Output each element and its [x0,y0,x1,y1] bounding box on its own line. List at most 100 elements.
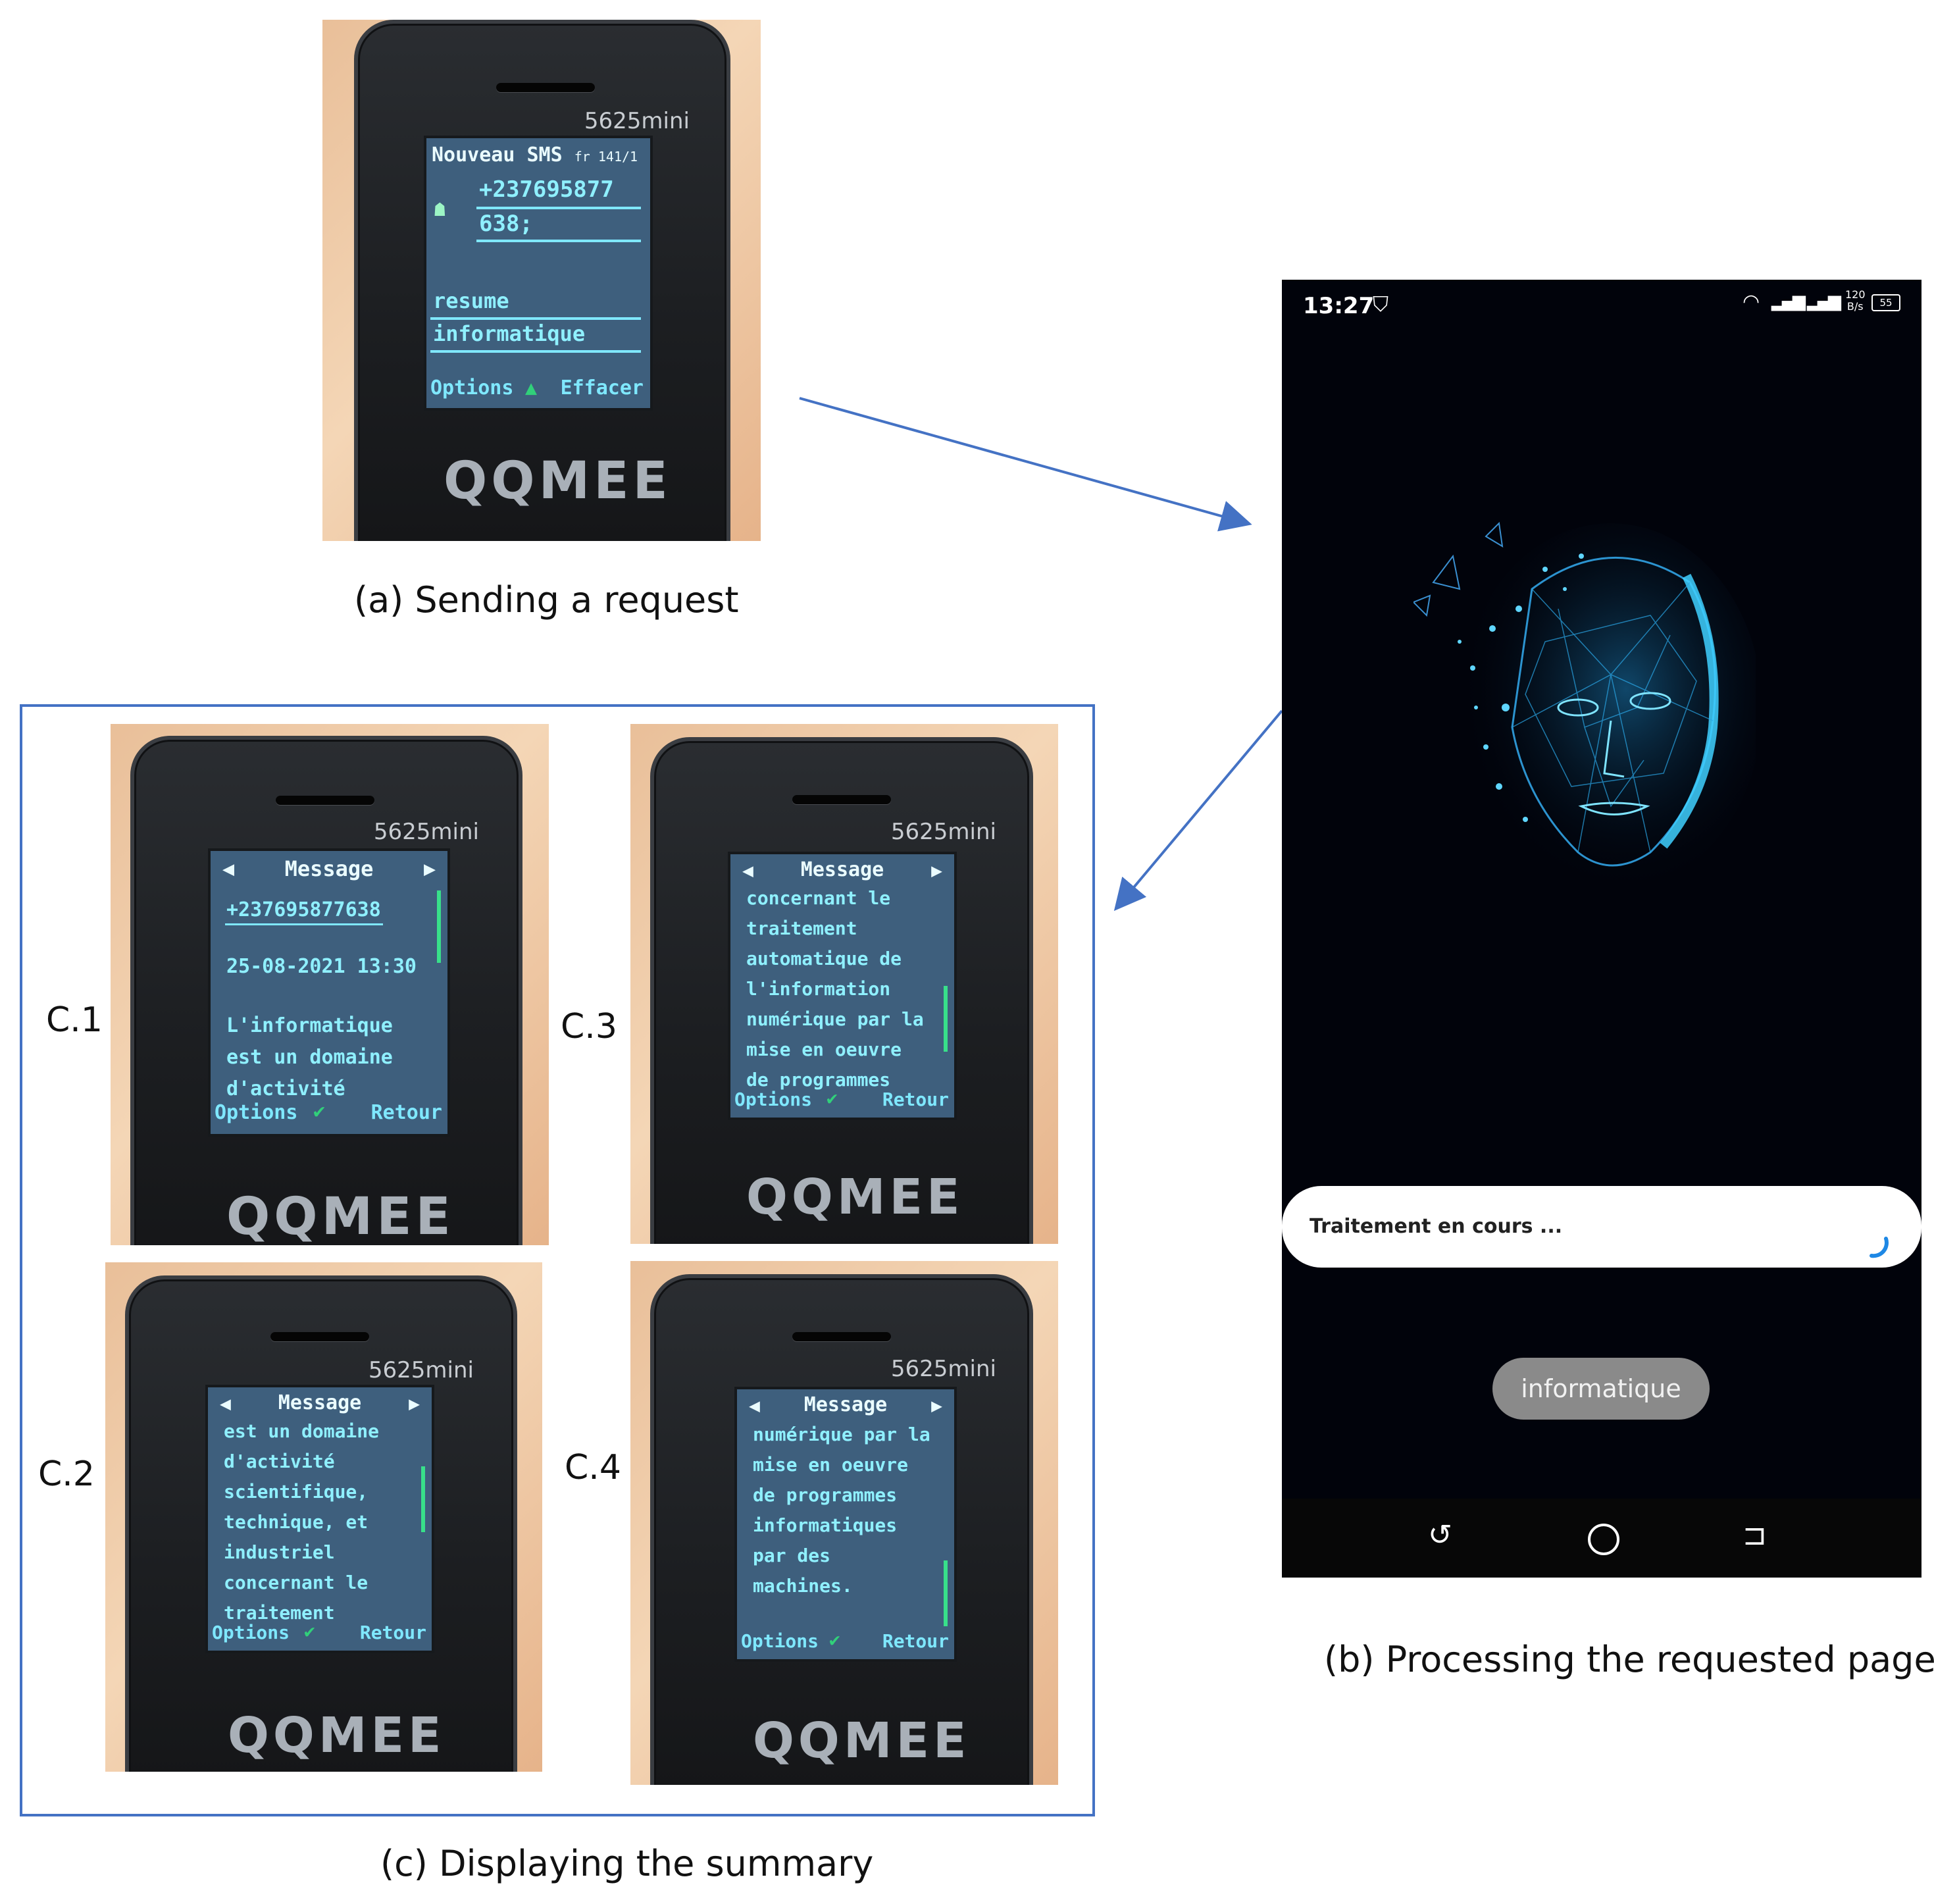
message-line: de programmes [753,1484,898,1506]
network-speed: 120 B/s [1845,289,1866,313]
message-line: 25-08-2021 13:30 [226,955,417,978]
message-line: l'information [746,978,891,1000]
next-arrow-icon[interactable]: ▶ [423,858,436,881]
scrollbar[interactable] [944,986,948,1052]
sender-underline [225,923,383,925]
loading-spinner-icon [1870,1237,1889,1258]
query-button[interactable]: informatique [1492,1358,1710,1420]
phone-screen: ◀ Message ▶ +237695877638 25-08-2021 13:… [208,848,450,1137]
photo-c1: 5625mini ◀ Message ▶ +237695877638 25-08… [111,724,549,1245]
options-softkey[interactable]: Options [734,1089,813,1110]
recipient-line-2[interactable]: 638; [479,211,533,237]
next-arrow-icon[interactable]: ▶ [931,860,942,881]
feature-phone: 5625mini ◀ Message ▶ +237695877638 25-08… [130,736,522,1245]
sms-body-line-2[interactable]: informatique [433,321,586,346]
previous-arrow-icon[interactable]: ◀ [220,1393,231,1414]
message-line: concernant le [746,887,891,909]
phone-model: 5625mini [584,108,690,134]
contact-icon: ☗ [434,199,445,220]
message-header: Message [803,1393,888,1416]
earpiece [276,796,374,805]
feature-phone: 5625mini Nouveau SMS fr 141/1 ☗ +2376958… [354,20,730,541]
earpiece [496,83,595,92]
check-icon: ✔ [827,1087,838,1109]
recipient-underline-2 [476,240,641,242]
arrow-request-to-processing [799,397,1252,532]
phone-model: 5625mini [890,1356,996,1382]
message-line: L'informatique [226,1014,393,1037]
previous-arrow-icon[interactable]: ◀ [749,1395,760,1416]
body-underline-1 [430,317,641,320]
brand-logo: QQMEE [753,1712,971,1769]
phone-screen: ◀ Message ▶ est un domaine d'activité sc… [205,1385,434,1653]
previous-arrow-icon[interactable]: ◀ [222,858,235,881]
message-line: traitement [224,1602,335,1624]
message-header: Message [800,858,884,881]
caption-c: (c) Displaying the summary [380,1843,874,1884]
message-line: concernant le [224,1572,369,1593]
label-c4: C.4 [565,1448,621,1487]
home-icon[interactable] [1588,1524,1619,1555]
sms-title: Nouveau SMS fr 141/1 [432,143,638,167]
phone-model: 5625mini [368,1357,474,1383]
photo-c4: 5625mini ◀ Message ▶ numérique par la mi… [630,1261,1058,1785]
feature-phone: 5625mini ◀ Message ▶ numérique par la mi… [650,1274,1033,1785]
options-softkey[interactable]: Options [430,376,514,399]
message-header: Message [278,1391,362,1414]
signal-icon-1: ▂▄▆ [1771,292,1806,311]
back-softkey[interactable]: Retour [359,1622,426,1643]
status-bar: 13:27 ⛉ ◠ ▂▄▆ ▂▄▆ 120 B/s 55 [1282,280,1921,332]
network-speed-value: 120 [1845,288,1866,301]
feature-phone: 5625mini ◀ Message ▶ concernant le trait… [650,737,1033,1244]
network-speed-unit: B/s [1846,300,1864,313]
photo-c3: 5625mini ◀ Message ▶ concernant le trait… [630,724,1058,1244]
message-line: est un domaine [226,1046,393,1069]
photo-c2: 5625mini ◀ Message ▶ est un domaine d'ac… [105,1262,542,1772]
check-icon: ✔ [829,1629,840,1651]
next-arrow-icon[interactable]: ▶ [409,1393,420,1414]
previous-arrow-icon[interactable]: ◀ [742,860,753,881]
message-line: par des [753,1545,831,1566]
android-nav-bar: ↺ ⊐ [1282,1499,1921,1578]
back-icon[interactable]: ↺ [1428,1518,1452,1552]
wifi-icon: ◠ [1743,290,1760,313]
message-line: industriel [224,1541,335,1563]
message-line: mise en oeuvre [746,1039,902,1060]
recipient-underline-1 [476,207,641,209]
back-softkey[interactable]: Retour [882,1089,949,1110]
caption-a: (a) Sending a request [354,579,739,621]
label-c3: C.3 [561,1007,617,1046]
message-line: numérique par la [746,1008,924,1030]
back-softkey[interactable]: Retour [370,1101,442,1124]
message-line: est un domaine [224,1420,380,1442]
scrollbar[interactable] [944,1560,948,1626]
photo-sending-request: 5625mini Nouveau SMS fr 141/1 ☗ +2376958… [322,20,761,541]
message-line: d'activité [226,1077,345,1100]
back-softkey[interactable]: Retour [882,1630,949,1652]
phone-screen: ◀ Message ▶ numérique par la mise en oeu… [734,1387,957,1662]
message-line: machines. [753,1575,853,1597]
message-line: automatique de [746,948,902,969]
message-line: d'activité [224,1451,335,1472]
sms-body-line-1[interactable]: resume [433,288,509,313]
clear-softkey[interactable]: Effacer [560,376,644,399]
check-icon: ✔ [304,1620,315,1642]
recipient-line-1[interactable]: +237695877 [479,176,614,203]
options-softkey[interactable]: Options [215,1101,298,1124]
recents-icon[interactable]: ⊐ [1743,1518,1767,1552]
message-line: scientifique, [224,1481,369,1503]
progress-card: Traitement en cours ... [1282,1186,1921,1268]
smartphone-screen: 13:27 ⛉ ◠ ▂▄▆ ▂▄▆ 120 B/s 55 [1282,280,1921,1578]
scrollbar[interactable] [421,1466,425,1532]
message-line: de programmes [746,1069,891,1091]
sms-title-suffix: fr 141/1 [574,149,638,165]
battery-level: 55 [1879,297,1893,309]
message-line: numérique par la [753,1424,930,1445]
next-arrow-icon[interactable]: ▶ [931,1395,942,1416]
clock: 13:27 [1303,293,1375,319]
options-softkey[interactable]: Options [741,1630,819,1652]
options-softkey[interactable]: Options [212,1622,290,1643]
earpiece [270,1332,369,1341]
scrollbar[interactable] [437,890,441,963]
